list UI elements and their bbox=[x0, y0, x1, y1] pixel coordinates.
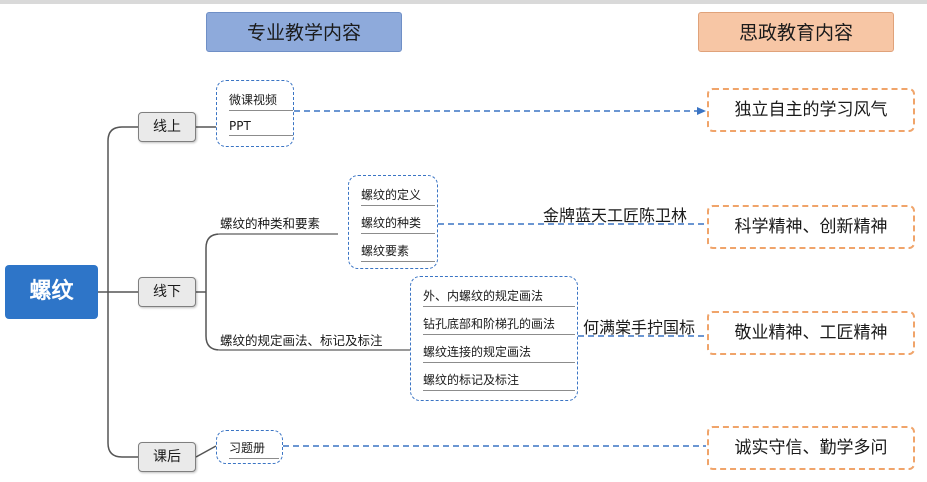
topic1-items-group: 螺纹的定义 螺纹的种类 螺纹要素 bbox=[348, 175, 438, 269]
value-box-online: 独立自主的学习风气 bbox=[707, 88, 915, 132]
header-ideological-content: 思政教育内容 bbox=[698, 12, 894, 52]
topic1-item: 螺纹要素 bbox=[361, 242, 435, 262]
value-box-topic2: 敬业精神、工匠精神 bbox=[707, 311, 915, 355]
value-box-topic1: 科学精神、创新精神 bbox=[707, 205, 915, 249]
role-model-label: 金牌蓝天工匠陈卫林 bbox=[543, 206, 688, 225]
branch-after-class: 课后 bbox=[138, 442, 196, 472]
topic2-item: 螺纹连接的规定画法 bbox=[423, 343, 575, 363]
topic1-item: 螺纹的种类 bbox=[361, 214, 435, 234]
topic2-item: 螺纹的标记及标注 bbox=[423, 371, 575, 391]
header-professional-content: 专业教学内容 bbox=[206, 12, 402, 52]
value-box-after-class: 诚实守信、勤学多问 bbox=[707, 426, 915, 470]
arrowhead-online bbox=[697, 107, 706, 115]
topic2-items-group: 外、内螺纹的规定画法 钻孔底部和阶梯孔的画法 螺纹连接的规定画法 螺纹的标记及标… bbox=[410, 276, 578, 401]
root-node: 螺纹 bbox=[5, 265, 98, 319]
topic2-item: 外、内螺纹的规定画法 bbox=[423, 287, 575, 307]
offline-topic-label: 螺纹的规定画法、标记及标注 bbox=[220, 333, 383, 348]
offline-topic-label: 螺纹的种类和要素 bbox=[220, 216, 321, 231]
top-border-line bbox=[0, 0, 927, 4]
online-item: 微课视频 bbox=[229, 91, 293, 111]
after-class-item: 习题册 bbox=[229, 439, 279, 459]
topic1-item: 螺纹的定义 bbox=[361, 186, 435, 206]
branch-offline: 线下 bbox=[138, 277, 196, 307]
online-items-group: 微课视频 PPT bbox=[216, 80, 294, 147]
after-class-items-group: 习题册 bbox=[216, 430, 283, 464]
role-model-label: 何满棠手拧国标 bbox=[583, 318, 696, 337]
branch-online: 线上 bbox=[138, 112, 196, 142]
topic2-item: 钻孔底部和阶梯孔的画法 bbox=[423, 315, 575, 335]
online-item: PPT bbox=[229, 119, 293, 136]
